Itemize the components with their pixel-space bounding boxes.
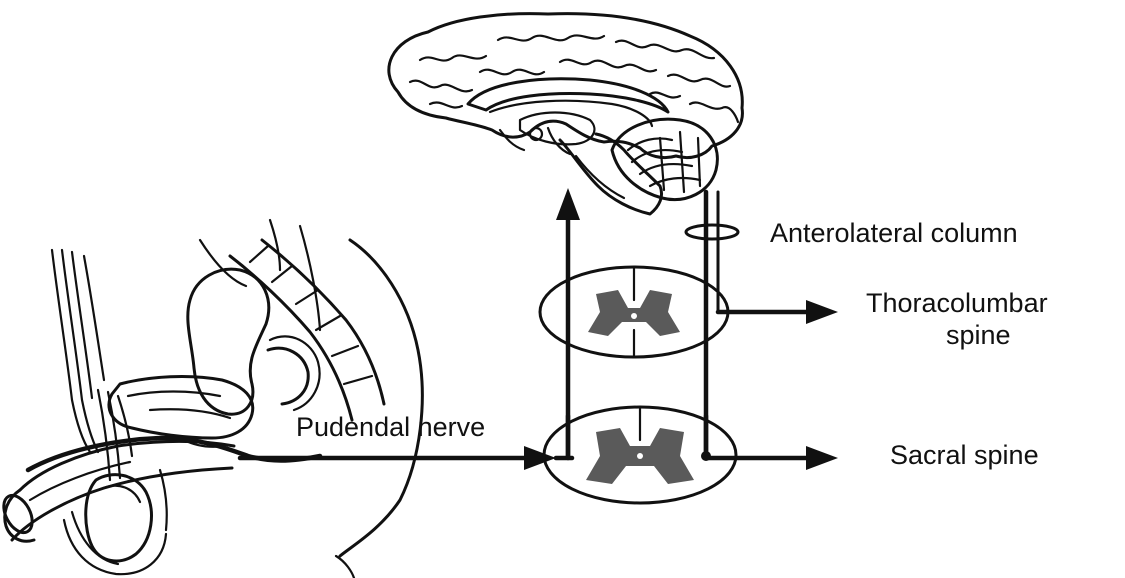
thoracolumbar-cord-section: [540, 267, 728, 357]
brain-sagittal-illustration: [389, 14, 743, 214]
thoracolumbar-label-line1: Thoracolumbar: [866, 288, 1048, 318]
ascending-pathway-arrowhead: [556, 188, 580, 220]
sacral-spine-label: Sacral spine: [890, 440, 1039, 470]
sacral-cord-section: [544, 407, 736, 503]
pudendal-nerve-arrowhead: [524, 446, 556, 470]
thoracolumbar-efferent-arrowhead: [806, 300, 838, 324]
anterolateral-column-marker: [686, 225, 738, 239]
anterolateral-column-label: Anterolateral column: [770, 218, 1018, 248]
pelvis-sagittal-illustration: [0, 220, 422, 578]
sacral-efferent-arrowhead: [806, 446, 838, 470]
pudendal-nerve-label: Pudendal nerve: [296, 412, 485, 442]
thoracolumbar-label-line2: spine: [946, 320, 1011, 350]
